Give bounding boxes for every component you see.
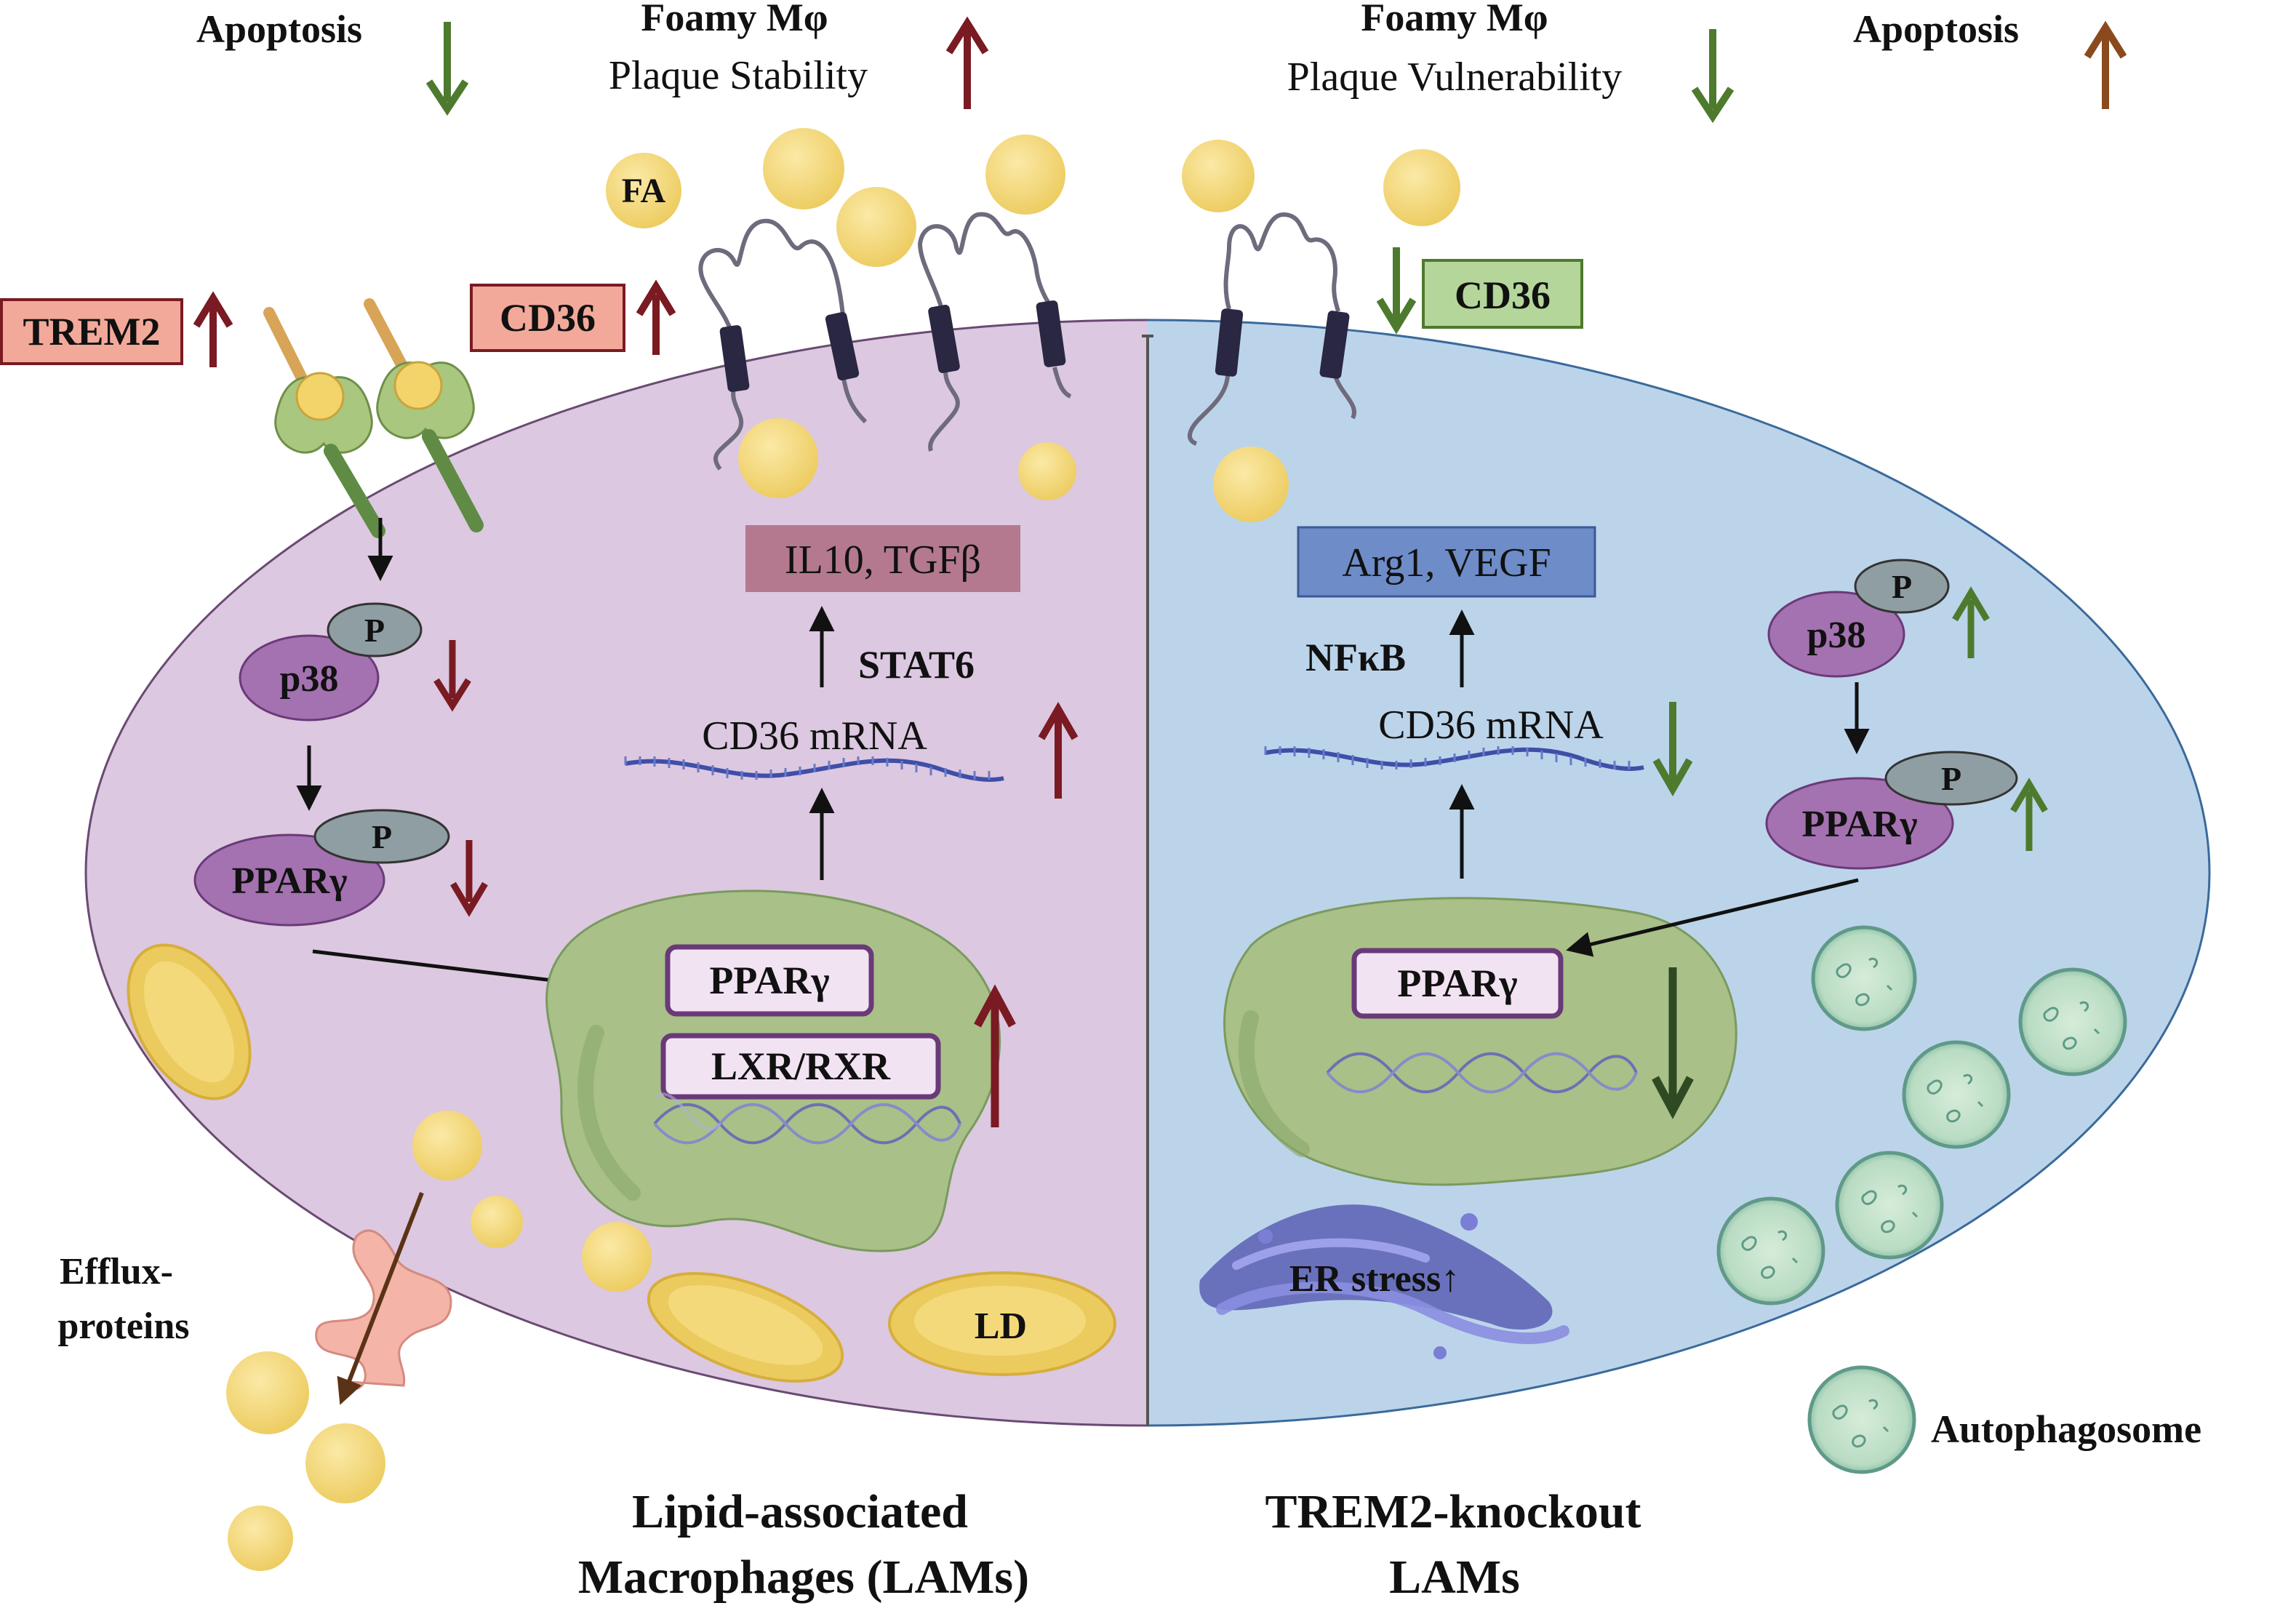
lipid-droplets-extracellular (606, 128, 1460, 522)
autophagosomes (1716, 925, 2127, 1474)
p38-left: p38 P (239, 602, 423, 721)
right-foamy-down-arrow (1691, 29, 1735, 124)
cd36-receptor-left-1 (698, 218, 868, 471)
p38-right-label: p38 (1807, 615, 1866, 656)
mrna-left (624, 756, 1004, 782)
ppar-nuc-right-box: PPARγ (1351, 948, 1564, 1019)
p38-left-label: p38 (280, 658, 339, 700)
right-foamy-label: Foamy Mφ (1361, 0, 1548, 39)
stat6-label: STAT6 (858, 643, 975, 687)
left-foamy-up-arrow (945, 16, 989, 109)
cd36-left-box: CD36 (470, 284, 625, 352)
cd36-right-label: CD36 (1455, 273, 1551, 317)
nfkb-label: NFκB (1305, 636, 1406, 679)
trem2-label: TREM2 (23, 310, 161, 353)
trem2-box: TREM2 (0, 298, 183, 365)
autophagosome-label: Autophagosome (1931, 1407, 2201, 1451)
ppar-nuc-left-box: PPARγ (665, 944, 874, 1017)
lipid-droplet-left-oval-1 (127, 943, 252, 1100)
cd36-right-tm-a (1215, 308, 1244, 377)
cd36-right-box: CD36 (1422, 259, 1583, 329)
lipid-droplets-under-receptor (738, 418, 1076, 500)
cd36-left-2-tm-a (928, 305, 960, 373)
mrna-right-label: CD36 mRNA (1378, 703, 1604, 748)
trem2-up-arrow (193, 291, 233, 367)
cytokines-right-label: Arg1, VEGF (1342, 540, 1551, 585)
nucleus-right-down-arrow (1652, 967, 1694, 1119)
ppar-right-up-arrow (2010, 777, 2048, 851)
autophagosome-contents (1741, 957, 2100, 1448)
cd36-left-1-tm-b (825, 312, 860, 380)
mrna-left-up-arrow (1038, 701, 1079, 799)
cytokines-left-box: IL10, TGFβ (745, 525, 1020, 592)
lxr-box: LXR/RXR (660, 1033, 941, 1100)
ppar-right-label: PPARγ (1801, 804, 1917, 845)
right-apoptosis-label: Apoptosis (1853, 7, 2019, 51)
p38-left-p: P (364, 612, 385, 649)
mrna-left-label: CD36 mRNA (702, 713, 927, 759)
cytokines-left-label: IL10, TGFβ (785, 537, 981, 583)
trem2-receptor-1 (263, 307, 385, 538)
lam-title-line1: Lipid-associated (632, 1485, 968, 1538)
efflux-label-line1: Efflux- (60, 1251, 173, 1292)
p38-left-down-arrow (433, 640, 471, 712)
nucleus-right (1223, 897, 1737, 1186)
ko-title-line2: LAMs (1389, 1551, 1520, 1604)
right-plaque-label: Plaque Vulnerability (1287, 55, 1623, 100)
p38-right-p: P (1892, 568, 1912, 605)
ppar-right-p: P (1941, 760, 1961, 797)
p38-right: p38 P (1767, 559, 1950, 678)
ppar-nuc-right-label: PPARγ (1397, 962, 1517, 1005)
cytokines-right-box: Arg1, VEGF (1297, 526, 1596, 598)
cd36-left-label: CD36 (500, 296, 596, 340)
cd36-receptor-left-2 (917, 212, 1072, 452)
cd36-left-1-tm-a (719, 325, 750, 392)
ppar-left: PPARγ P (193, 809, 450, 927)
lipid-droplets-inner-left (226, 1111, 652, 1571)
right-apoptosis-up-arrow (2084, 20, 2127, 109)
ppar-left-label: PPARγ (231, 860, 347, 902)
efflux-label-line2: proteins (57, 1306, 189, 1347)
er-stress-organelle (1199, 1204, 1569, 1359)
p38-right-up-arrow (1952, 586, 1990, 658)
mrna-right-down-arrow (1652, 702, 1693, 797)
lipid-droplet-ld: LD (888, 1271, 1116, 1376)
left-foamy-label: Foamy Mφ (641, 0, 828, 39)
left-plaque-label: Plaque Stability (609, 53, 868, 98)
lxr-label: LXR/RXR (711, 1044, 891, 1088)
cd36-left-2-tm-b (1036, 300, 1066, 367)
ppar-right: PPARγ P (1765, 751, 2018, 870)
nucleus-left-up-arrow (974, 984, 1016, 1127)
lipid-droplet-left-oval-2 (647, 1272, 844, 1383)
ppar-left-down-arrow (450, 840, 488, 917)
cd36-right-tm-b (1319, 311, 1350, 379)
efflux-arrow (337, 1191, 424, 1405)
left-apoptosis-down-arrow (425, 22, 469, 116)
lam-title-line2: Macrophages (LAMs) (578, 1551, 1029, 1604)
trem2-receptor-2 (364, 298, 484, 532)
dna-right (1326, 1052, 1638, 1094)
er-stress-label: ER stress↑ (1289, 1258, 1460, 1300)
ppar-left-p: P (372, 818, 392, 855)
ppar-nuc-left-label: PPARγ (709, 959, 829, 1002)
arrow-ppar-to-nucleus-right (1566, 878, 1859, 957)
cd36-right-down-arrow (1376, 247, 1417, 335)
fa-label: FA (622, 172, 666, 210)
mrna-right (1264, 746, 1644, 771)
dna-left (653, 1092, 961, 1145)
cd36-left-up-arrow (636, 279, 676, 355)
ko-title-line1: TREM2-knockout (1265, 1485, 1641, 1538)
ld-label: LD (975, 1306, 1027, 1347)
left-apoptosis-label: Apoptosis (196, 7, 362, 51)
